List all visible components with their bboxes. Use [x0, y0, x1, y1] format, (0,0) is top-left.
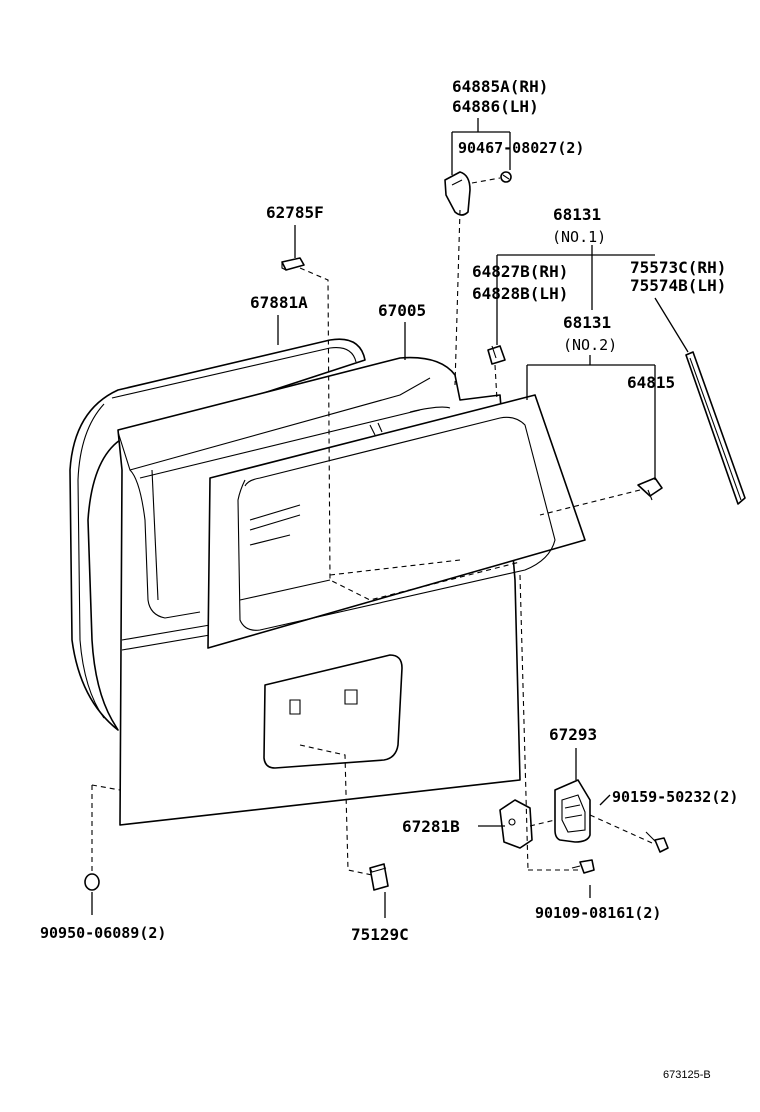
bolt-icon [645, 831, 669, 853]
label-75574B: 75574B(LH) [630, 276, 726, 295]
label-64827B: 64827B(RH) [472, 262, 568, 281]
label-68131-no1-sub: (NO.1) [552, 228, 606, 246]
stopper-cushion-icon [444, 171, 471, 216]
label-67281B: 67281B [402, 817, 460, 836]
label-90159: 90159-50232(2) [612, 788, 738, 806]
label-64886: 64886(LH) [452, 97, 539, 116]
label-68131-no1: 68131 [553, 205, 601, 224]
label-67293: 67293 [549, 725, 597, 744]
clip-icon [637, 477, 663, 501]
hinge-icon [554, 779, 591, 843]
label-67005: 67005 [378, 301, 426, 320]
side-molding-strip-icon [685, 351, 746, 505]
clip-icon [500, 171, 512, 183]
label-75129C: 75129C [351, 925, 409, 944]
dashed-lines [91, 177, 653, 876]
label-90950: 90950-06089(2) [40, 924, 166, 942]
stopper-cushion-icon [281, 257, 305, 271]
label-75573C: 75573C(RH) [630, 258, 726, 277]
label-64815: 64815 [627, 373, 675, 392]
back-door-glass-icon [207, 394, 586, 649]
diagram-reference: 673125-B [663, 1069, 711, 1081]
bolt-icon [571, 859, 595, 874]
label-68131-no2-sub: (NO.2) [563, 336, 617, 354]
leader-lines [91, 118, 689, 918]
label-62785F: 62785F [266, 203, 324, 222]
label-64828B: 64828B(LH) [472, 284, 568, 303]
weatherstrip-seal-icon [69, 338, 366, 731]
label-90467: 90467-08027(2) [458, 139, 584, 157]
stopper-cushion-icon [487, 345, 506, 365]
label-90109: 90109-08161(2) [535, 904, 661, 922]
label-67881A: 67881A [250, 293, 308, 312]
label-68131-no2: 68131 [563, 313, 611, 332]
hole-plug-icon [84, 873, 100, 891]
label-64885A: 64885A(RH) [452, 77, 548, 96]
hinge-icon [499, 799, 533, 849]
stopper-cushion-icon [369, 863, 389, 891]
